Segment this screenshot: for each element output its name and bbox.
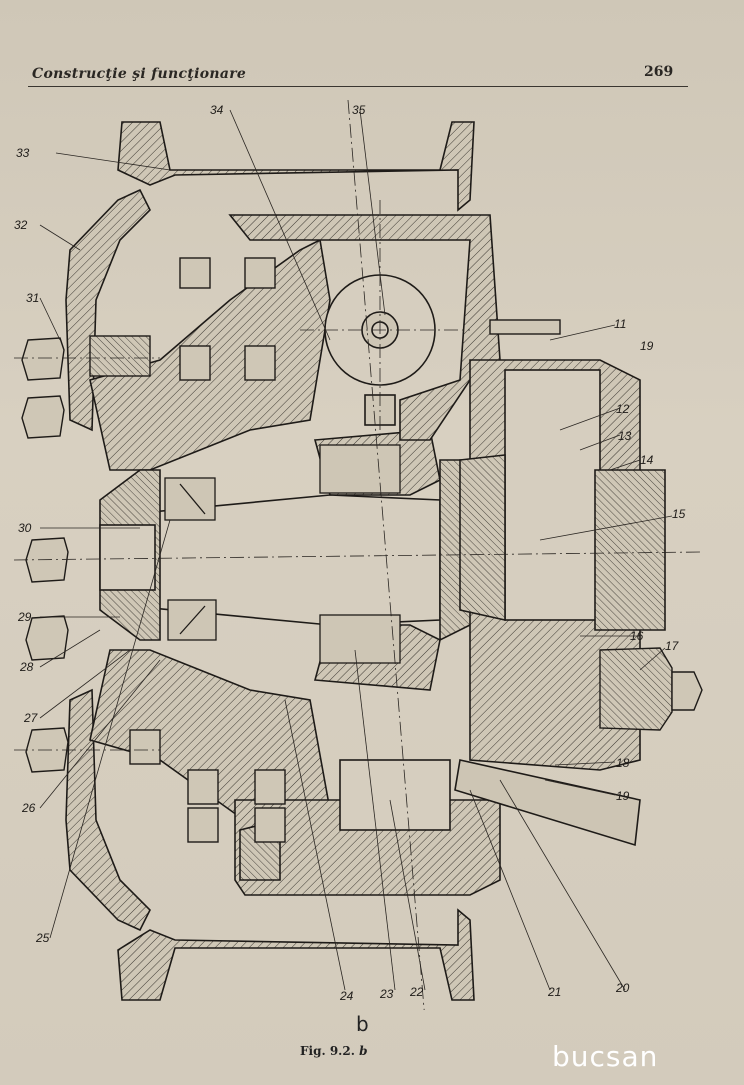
- callout-17: 17: [665, 639, 680, 653]
- centerlines: [13, 99, 701, 1010]
- callout-33: 33: [16, 146, 30, 160]
- callout-29: 29: [17, 610, 32, 624]
- header-rule: [28, 86, 688, 87]
- callout-25: 25: [35, 931, 50, 945]
- bolts-and-nuts: [21, 257, 703, 843]
- page-number: 269: [644, 64, 674, 80]
- suspension-arm: [454, 759, 641, 847]
- running-header-title: Construcţie şi funcţionare: [32, 66, 247, 82]
- bearing-inner: [164, 444, 401, 664]
- callout-27: 27: [23, 711, 39, 725]
- callout-21: 21: [547, 985, 561, 999]
- callout-19-top: 19: [640, 339, 654, 353]
- callout-15: 15: [672, 507, 686, 521]
- callout-34: 34: [210, 103, 224, 117]
- callout-20: 20: [615, 981, 630, 995]
- hub-cap: [99, 469, 161, 641]
- callout-labels: 11 19 12 13 14 15 16 17 18 19 20 21 22 2…: [14, 103, 686, 1003]
- callout-24: 24: [339, 989, 354, 1003]
- callout-14: 14: [640, 453, 654, 467]
- callout-22: 22: [409, 985, 424, 999]
- callout-30: 30: [18, 521, 32, 535]
- callout-18: 18: [616, 756, 630, 770]
- callout-16: 16: [630, 629, 644, 643]
- callout-11: 11: [614, 317, 626, 331]
- watermark-text: bucsan: [552, 1040, 659, 1073]
- callout-31: 31: [26, 291, 39, 305]
- callout-19-bottom: 19: [616, 789, 630, 803]
- caption-prefix: Fig. 9.2.: [300, 1044, 355, 1058]
- technical-drawing: 11 19 12 13 14 15 16 17 18 19 20 21 22 2…: [13, 99, 703, 1010]
- leader-lines: [39, 109, 673, 991]
- callout-28: 28: [19, 660, 34, 674]
- callout-26: 26: [21, 801, 36, 815]
- figure-caption: Fig. 9.2. b: [300, 1044, 367, 1058]
- callout-35: 35: [352, 103, 366, 117]
- callout-13: 13: [618, 429, 632, 443]
- figure-sub-label: b: [356, 1012, 369, 1036]
- caption-suffix: b: [359, 1044, 368, 1058]
- wheel-cylinder: [459, 359, 666, 771]
- callout-32: 32: [14, 218, 28, 232]
- callout-23: 23: [379, 987, 394, 1001]
- callout-12: 12: [616, 402, 630, 416]
